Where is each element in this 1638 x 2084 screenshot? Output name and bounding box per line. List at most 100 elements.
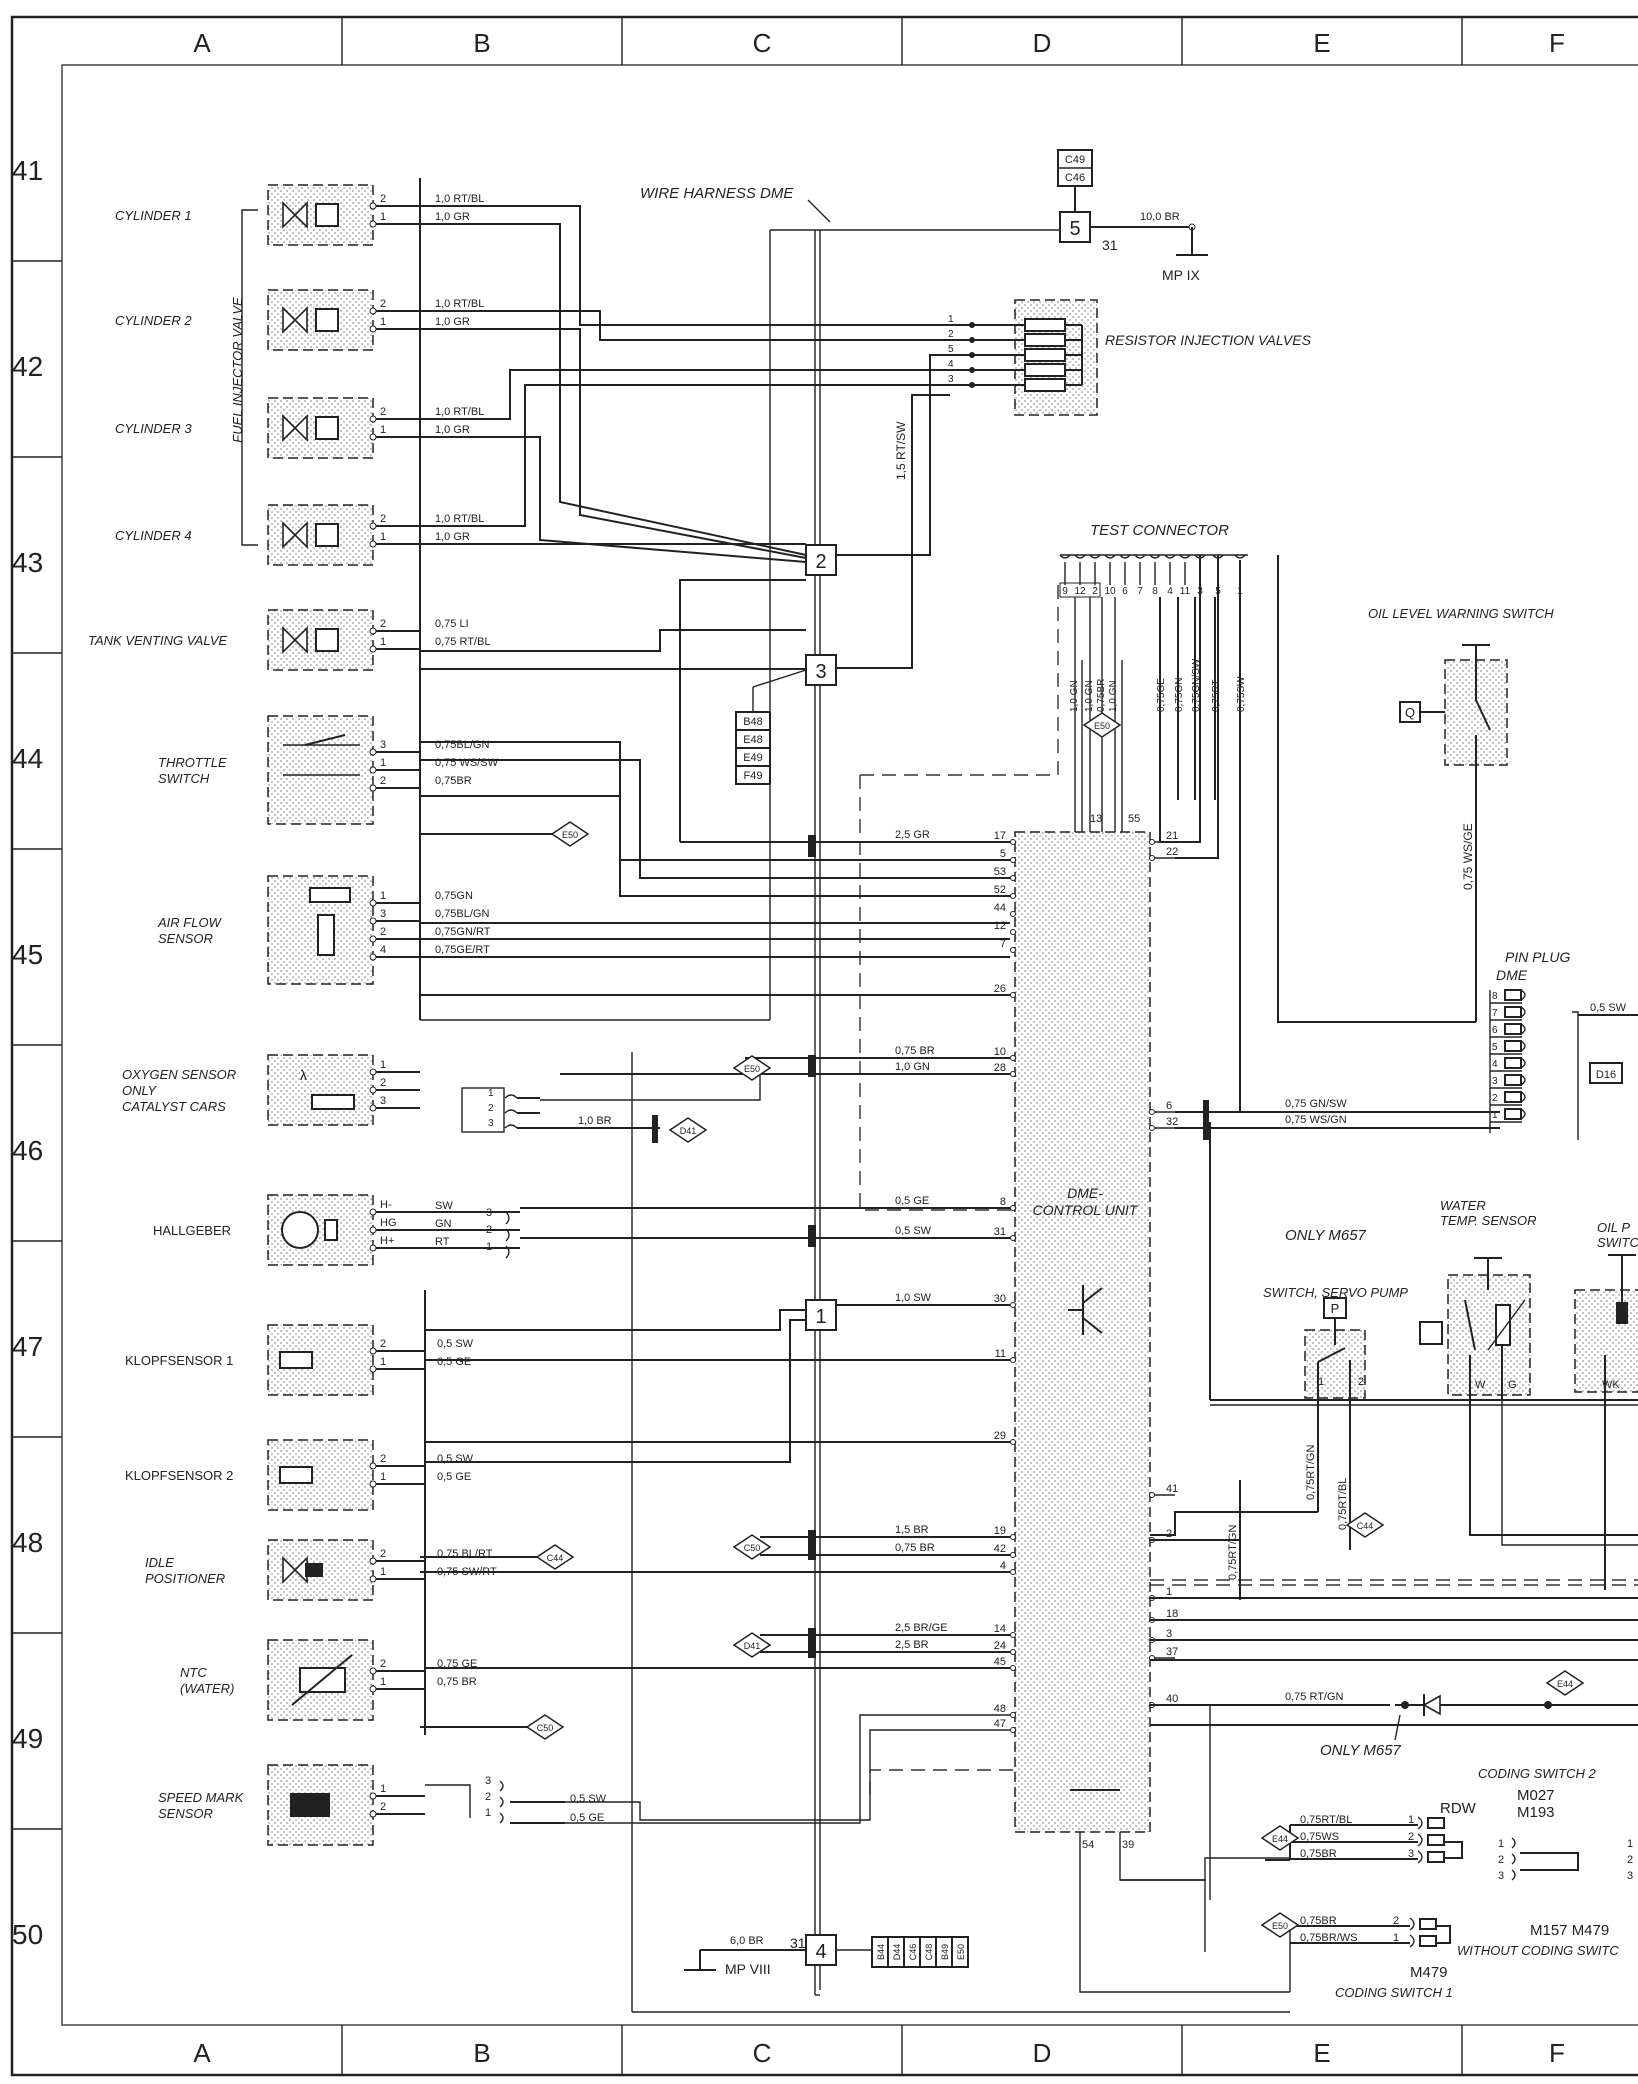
dme-top-pin-13: 13 (1090, 813, 1102, 825)
resistor-icon (1024, 363, 1066, 377)
diamond-label: D41 (744, 1641, 761, 1651)
pin-label: H- (380, 1199, 392, 1211)
wire-label: 0,75GN (435, 890, 473, 902)
d16-tag (1589, 1062, 1623, 1084)
only-m657-b-leader (1394, 1714, 1401, 1741)
dme-right-pin: 41 (1166, 1483, 1178, 1495)
speed-48 (565, 1714, 1010, 1824)
dme-wire-label: 1,0 SW (895, 1292, 932, 1304)
resistor-icon (1024, 318, 1066, 332)
diode-node-a (1401, 1701, 1409, 1709)
servo-pin-2: 2 (1358, 1376, 1364, 1388)
dme-pin-node (1010, 947, 1016, 953)
tag-e50-tps: E50 (550, 821, 590, 847)
pin-label: 1 (380, 1356, 386, 1368)
pin-node (369, 953, 377, 961)
diamond-label: E50 (1272, 1921, 1288, 1931)
conn3-tag-box (735, 765, 771, 785)
connector-1-label: 1 (815, 1306, 826, 1328)
speed-wire-ge: 0,5 GE (570, 1812, 604, 1824)
pin-node (369, 766, 377, 774)
component-label: CYLINDER 4 (115, 528, 192, 543)
pin-label: 3 (380, 1095, 386, 1107)
dme-pin-node (1010, 1632, 1016, 1638)
dme-left-pin: 42 (994, 1543, 1006, 1555)
potentiometer-icon (309, 887, 351, 903)
rdw-wire-label: 0,75RT/BL (1300, 1814, 1352, 1826)
coding1-wire-label: 0,75BR/WS (1300, 1932, 1357, 1944)
knock2-sw (425, 1319, 806, 1463)
coding-switch-1-label: CODING SWITCH 1 (1335, 1985, 1453, 2000)
pin-node (369, 1667, 377, 1675)
dme-left-pin: 19 (994, 1525, 1006, 1537)
rdw-wire-label: 0,75WS (1300, 1831, 1339, 1843)
rdw-pin-icon (1427, 1817, 1445, 1829)
pin-node (369, 645, 377, 653)
tag-e44-rdw: E44 (1260, 1825, 1300, 1851)
diamond-label: D41 (680, 1126, 697, 1136)
oxy-plug-pin: 3 (488, 1118, 494, 1129)
wire-label: 0,75 WS/SW (435, 757, 499, 769)
diode-node-b (1544, 1701, 1552, 1709)
oil-p-label-a: OIL P (1597, 1220, 1630, 1235)
wire-label: 0,75GE/RT (435, 944, 490, 956)
diamond-label: C50 (537, 1723, 554, 1733)
rdw-pin: 2 (1408, 1831, 1414, 1843)
dme-pin-node (1010, 1235, 1016, 1241)
coding-switch-2-label: CODING SWITCH 2 (1478, 1766, 1596, 1781)
coil-icon (315, 416, 339, 440)
dme-pin-node (1010, 1071, 1016, 1077)
tps-5 (420, 795, 1010, 861)
wire-label: 0,75 BR (437, 1676, 477, 1688)
ground-31-bottom: 31 (790, 1935, 806, 1951)
resistor-icon (1024, 348, 1066, 362)
connector-2-label: 2 (815, 551, 826, 573)
resistor-pin-node (969, 352, 975, 358)
test-connector-label: TEST CONNECTOR (1090, 522, 1229, 539)
conn3-tag: B48 (743, 716, 763, 728)
water-wire-2 (1501, 1400, 1638, 1546)
pin-node (369, 1068, 377, 1076)
tag-c50: C50 (732, 1534, 772, 1560)
oxy-plug-contact (504, 1094, 518, 1099)
wire-label: 0,5 GE (437, 1356, 471, 1368)
dme-right-pin: 21 (1166, 830, 1178, 842)
pin-node (369, 522, 377, 530)
connector-5-label: 5 (1069, 218, 1080, 240)
without-coding-label: WITHOUT CODING SWITC (1457, 1943, 1619, 1958)
pin-plug-curl (1520, 1023, 1526, 1035)
oil-level-q-box (1399, 701, 1421, 723)
conn2-to-res (836, 354, 965, 556)
only-m657-label: ONLY M657 (1285, 1227, 1367, 1244)
rdw-contact (1417, 1850, 1423, 1864)
pin-label: 2 (380, 775, 386, 787)
m027-label: M027 (1517, 1787, 1555, 1804)
mp-ix-label: MP IX (1162, 267, 1201, 283)
pin-plug-curl (1520, 1108, 1526, 1120)
pin-plug-pin: 3 (1492, 1076, 1498, 1087)
connector-2 (805, 544, 837, 576)
shield-test (860, 585, 1059, 776)
pin-plug-curl (1520, 989, 1526, 1001)
valve-icon (282, 201, 308, 229)
pin-node (369, 433, 377, 441)
component-body (267, 715, 374, 825)
column-label-top: D (1033, 28, 1052, 58)
test-pin-label: 9 (1062, 586, 1068, 597)
oxy-plug-contact (504, 1109, 518, 1114)
wire-label: 1,0 RT/BL (435, 298, 484, 310)
water-temp-gauge-icon (1419, 1321, 1443, 1345)
coding1-contact (1409, 1917, 1415, 1931)
test-wire-label: 0,75GE (1156, 678, 1167, 712)
pin-label: 1 (380, 1783, 386, 1795)
wire-label: 1,0 GR (435, 211, 470, 223)
resistor-icon (1024, 378, 1066, 392)
test-pin-contact (1089, 554, 1101, 559)
oil-level-q: Q (1405, 705, 1415, 720)
